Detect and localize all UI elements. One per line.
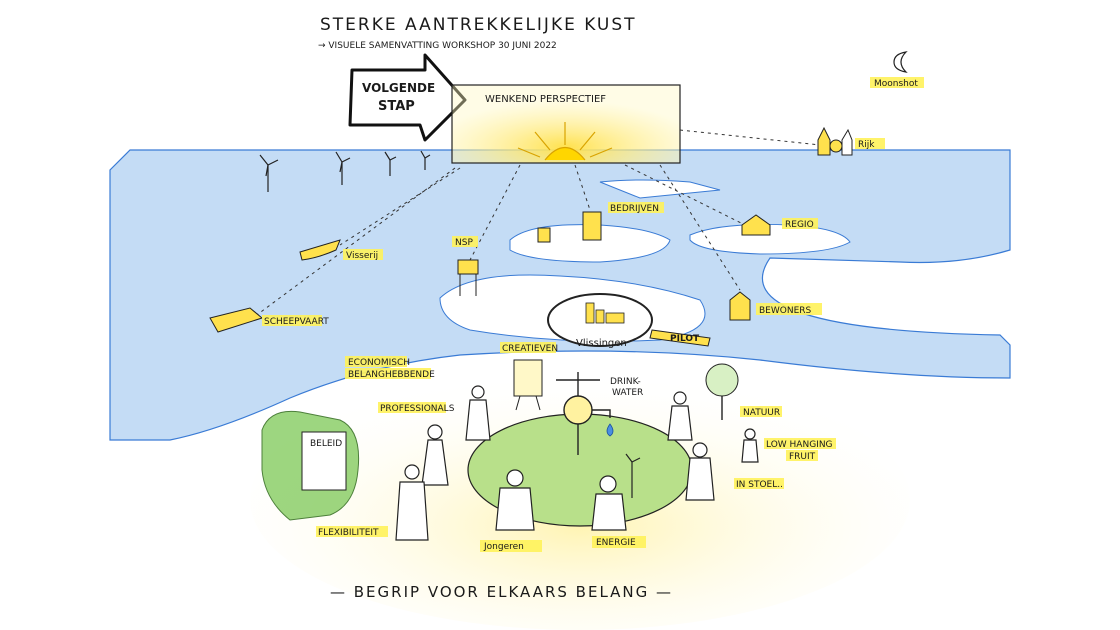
arrow-text-line1: VOLGENDE	[362, 81, 435, 95]
label-belanghebbende: BELANGHEBBENDE	[348, 370, 435, 380]
label-jongeren: Jongeren	[483, 542, 524, 552]
easel-icon	[513, 359, 543, 411]
magnifier-icon	[547, 293, 711, 347]
label-bewoners: BEWONERS	[759, 306, 812, 316]
platform-icon	[457, 259, 479, 296]
next-step-arrow	[348, 53, 467, 142]
sun-icon	[517, 122, 613, 161]
water-tap-icon	[556, 372, 611, 455]
subtitle: → VISUELE SAMENVATTING WORKSHOP 30 JUNI …	[318, 41, 557, 51]
label-professionals: PROFESSIONALS	[380, 404, 455, 414]
label-moonshot: Moonshot	[874, 79, 918, 89]
label-flexibiliteit: FLEXIBILITEIT	[318, 528, 379, 538]
label-vlissingen: Vlissingen	[576, 338, 627, 349]
label-natuur: NATUUR	[743, 408, 780, 418]
arrow-text-line2: STAP	[378, 99, 415, 114]
fishing-boat-icon	[299, 239, 341, 261]
connection-lines	[249, 129, 821, 321]
label-energie: ENERGIE	[596, 538, 636, 548]
coastal-land	[599, 179, 721, 199]
government-building-icon	[817, 126, 853, 156]
label-pilot: PILOT	[670, 334, 700, 344]
small-wind-turbine-icon	[625, 453, 641, 498]
label-in-stoel: IN STOEL..	[736, 480, 783, 490]
people-figures	[395, 385, 759, 541]
label-rijk: Rijk	[858, 140, 875, 150]
label-scheepvaart: SCHEEPVAART	[264, 317, 329, 327]
label-beleid: BELEID	[310, 439, 342, 449]
resident-house-icon	[729, 291, 751, 321]
title: STERKE AANTREKKELIJKE KUST	[320, 15, 637, 35]
label-economisch: ECONOMISCH	[348, 358, 410, 368]
wind-turbine-icon	[259, 150, 431, 192]
footer-caption: — BEGRIP VOOR ELKAARS BELANG —	[330, 583, 673, 601]
moon-icon	[893, 51, 908, 73]
label-creatieven: CREATIEVEN	[502, 344, 558, 354]
company-building-icon	[537, 211, 602, 243]
label-regio: REGIO	[785, 220, 814, 230]
label-nsp: NSP	[455, 238, 473, 248]
house-icon	[741, 214, 771, 236]
tree-icon	[705, 363, 739, 420]
label-drinkwater-2: WATER	[612, 388, 643, 398]
label-visserij: Visserij	[346, 251, 378, 261]
perspective-label: WENKEND PERSPECTIEF	[485, 94, 606, 105]
label-low-hanging-1: LOW HANGING	[766, 440, 833, 450]
water-drop-icon	[606, 423, 614, 437]
label-drinkwater-1: DRINK-	[610, 377, 641, 387]
label-low-hanging-2: FRUIT	[789, 452, 816, 462]
label-bedrijven: BEDRIJVEN	[610, 204, 659, 214]
policy-document	[301, 431, 347, 491]
